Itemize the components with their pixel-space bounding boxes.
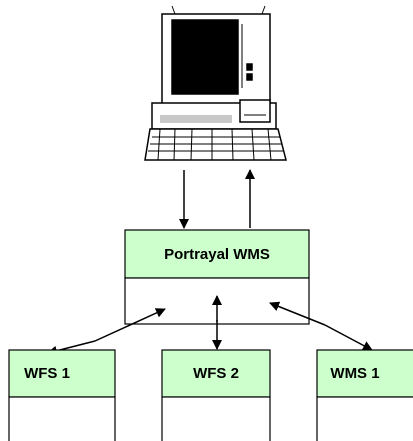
portrayal-wms-label: Portrayal WMS — [164, 246, 270, 263]
arrow-to-wms1 — [324, 324, 373, 351]
wms1-label: WMS 1 — [330, 365, 379, 382]
arrow-from-wms1 — [269, 301, 326, 326]
wfs1-box: WFS 1 — [8, 349, 116, 441]
monitor-screen — [171, 19, 239, 95]
desktop-computer-icon — [144, 5, 287, 161]
wfs1-label: WFS 1 — [24, 365, 70, 382]
wms1-box: WMS 1 — [316, 349, 413, 441]
wfs2-label: WFS 2 — [193, 365, 239, 382]
arrow-from-wfs1 — [94, 308, 166, 342]
wfs2-box: WFS 2 — [161, 349, 271, 441]
